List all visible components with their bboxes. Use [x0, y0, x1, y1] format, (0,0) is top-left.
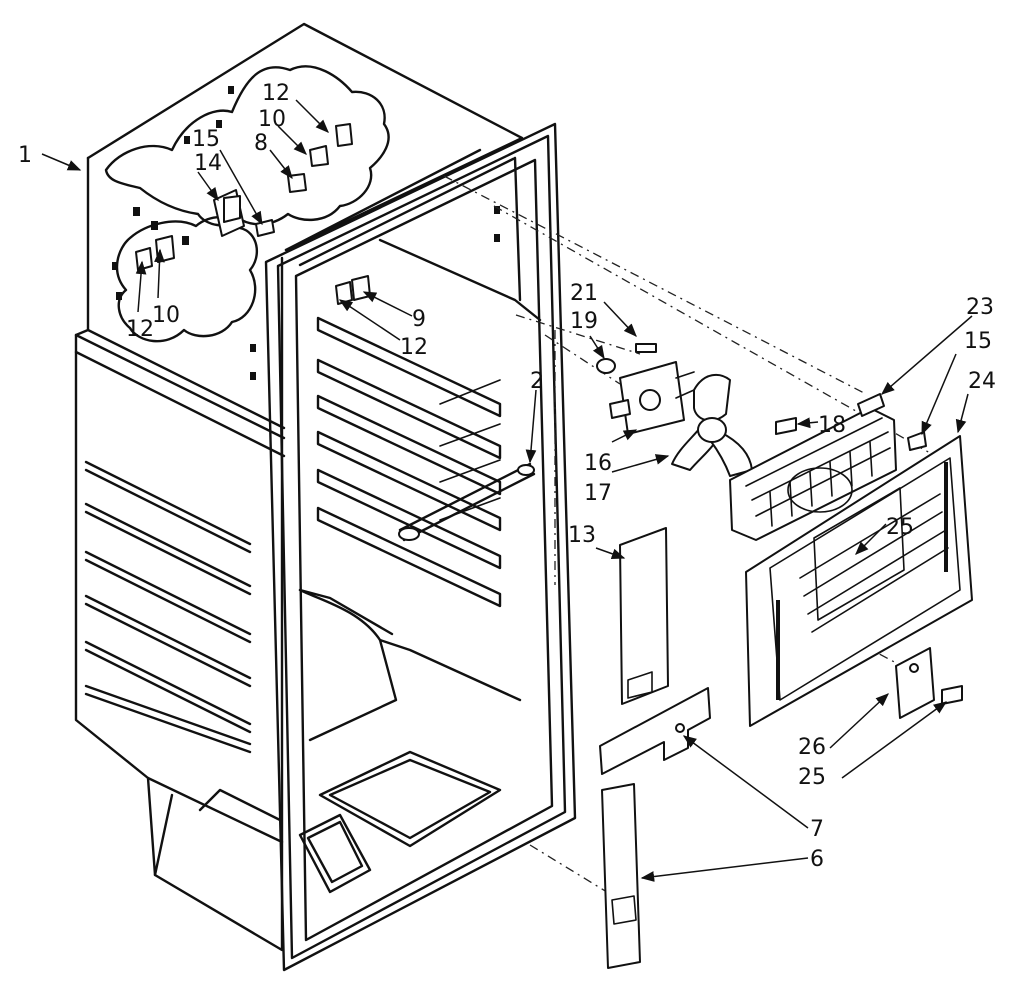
label-14: 14: [194, 151, 222, 176]
label-7: 7: [810, 817, 824, 842]
label-18: 18: [818, 413, 846, 438]
label-6: 6: [810, 847, 824, 872]
label-15-top: 15: [192, 127, 220, 152]
side-ribs: [84, 460, 252, 754]
shelf-rails: [316, 316, 502, 608]
label-1: 1: [18, 143, 32, 168]
fan-shroud: [729, 393, 897, 541]
label-17: 17: [584, 481, 612, 506]
lower-duct: [601, 783, 641, 969]
label-12-front: 12: [400, 335, 428, 360]
label-10-top: 10: [258, 107, 286, 132]
duct-bracket: [599, 687, 711, 775]
cabinet-side-band: [74, 328, 286, 458]
label-23: 23: [966, 295, 994, 320]
label-16: 16: [584, 451, 612, 476]
cabinet-bottom-skirt: [146, 776, 284, 877]
label-10-side: 10: [152, 303, 180, 328]
cover-plate: [895, 647, 935, 719]
cabinet-shell: [74, 22, 524, 952]
side-parts: [135, 235, 371, 305]
label-19: 19: [570, 309, 598, 334]
label-12-side: 12: [126, 317, 154, 342]
inner-liner: [284, 148, 542, 742]
label-26: 26: [798, 735, 826, 760]
label-13: 13: [568, 523, 596, 548]
fan-blade: [671, 373, 753, 477]
label-21: 21: [570, 281, 598, 306]
label-25-lower: 25: [798, 765, 826, 790]
cabinet-left-side: [74, 156, 284, 952]
label-25-upper: 25: [886, 515, 914, 540]
label-9: 9: [412, 307, 426, 332]
leader-lines: [41, 99, 973, 882]
label-12-top: 12: [262, 81, 290, 106]
side-hardware-marks: [112, 86, 500, 380]
label-24: 24: [968, 369, 996, 394]
top-parts: [213, 123, 353, 237]
part-labels: 1 2 6 7 8 9 10 10 12 12 12 13 14 15 15 1…: [18, 81, 996, 872]
fan-motor-bracket: [609, 361, 695, 435]
label-2: 2: [530, 369, 544, 394]
label-15-right: 15: [964, 329, 992, 354]
evaporator-cover: [745, 435, 973, 727]
cabinet-top: [86, 22, 524, 252]
label-8: 8: [254, 131, 268, 156]
heater-rod: [398, 462, 536, 542]
top-cutaway-outline: [104, 65, 390, 227]
floor-pans: [298, 750, 502, 894]
door-flange: [264, 122, 577, 972]
air-duct-panel: [619, 527, 669, 705]
side-cutaway-outline: [115, 216, 259, 343]
